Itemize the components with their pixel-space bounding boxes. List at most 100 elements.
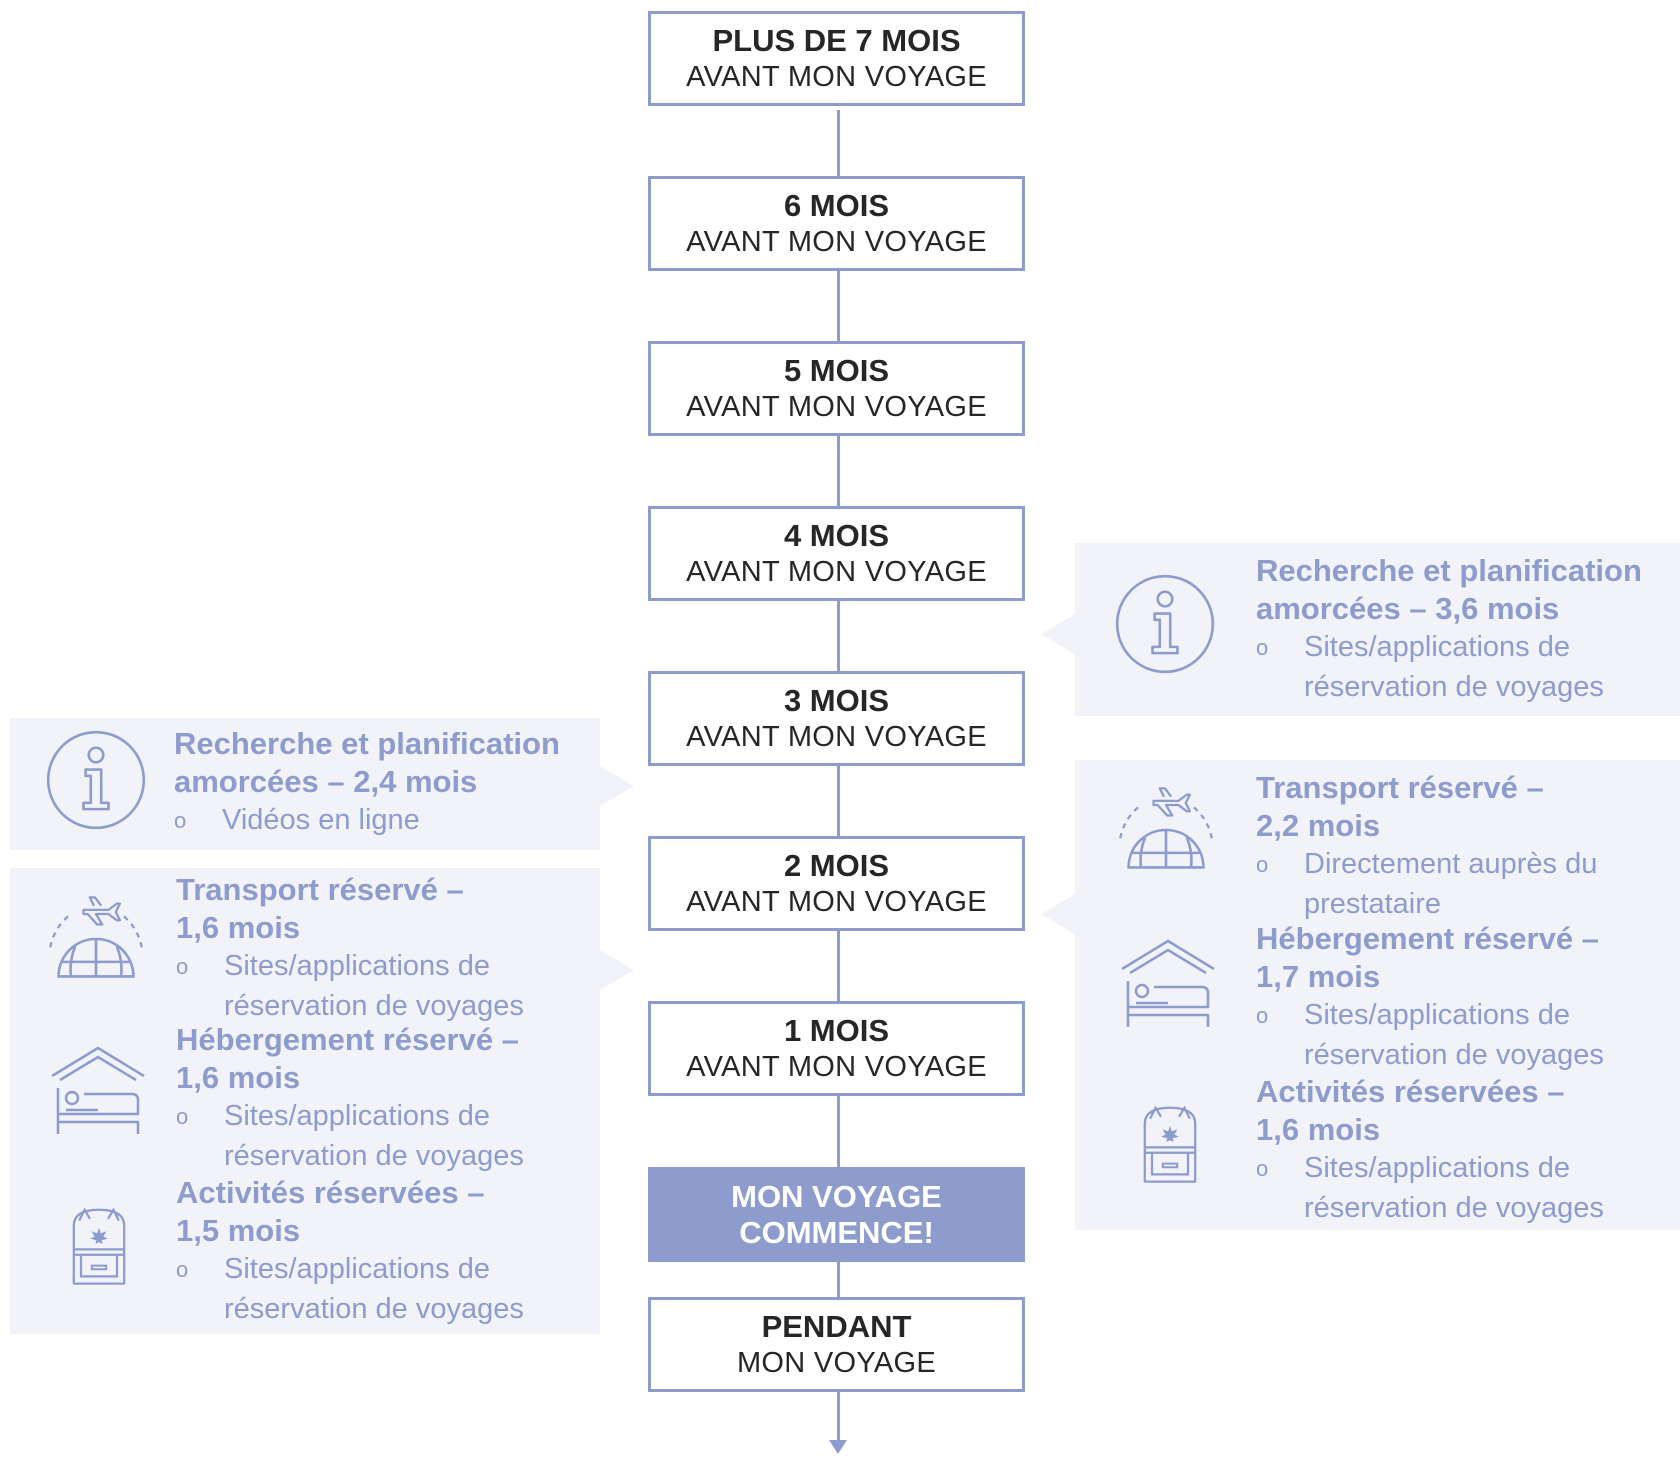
timeline-box-heading: PLUS DE 7 MOIS bbox=[712, 22, 961, 58]
timeline-box-trip-starts: MON VOYAGE COMMENCE! bbox=[648, 1167, 1025, 1262]
bullet-marker: o bbox=[1256, 1156, 1269, 1181]
timeline-box-subtitle: AVANT MON VOYAGE bbox=[686, 1050, 987, 1083]
bullet-item-continuation: réservation de voyages bbox=[176, 987, 524, 1025]
entry-title-line: Recherche et planification bbox=[174, 726, 560, 761]
timeline-box-heading: 2 MOIS bbox=[783, 847, 890, 883]
bullet-marker: o bbox=[1256, 1003, 1269, 1028]
bullet-item-continuation: réservation de voyages bbox=[176, 1290, 524, 1328]
timeline-box-5-months: 5 MOIS AVANT MON VOYAGE bbox=[648, 341, 1025, 436]
house-bed-icon bbox=[48, 1036, 148, 1136]
left-research-entry: Recherche et planification amorcées – 2,… bbox=[174, 725, 560, 841]
bullet-item: o Sites/applications de bbox=[176, 947, 524, 987]
bullet-text: réservation de voyages bbox=[1304, 1192, 1604, 1224]
timeline-box-subtitle: AVANT MON VOYAGE bbox=[686, 885, 987, 918]
bullet-item: o Sites/applications de bbox=[1256, 1149, 1604, 1189]
timeline-line bbox=[837, 110, 840, 1440]
bullet-item: o Sites/applications de bbox=[176, 1250, 524, 1290]
bullet-text: réservation de voyages bbox=[224, 1293, 524, 1325]
timeline-box-heading: MON VOYAGE bbox=[731, 1178, 942, 1214]
bullet-text: réservation de voyages bbox=[1304, 1039, 1604, 1071]
bullet-item-continuation: réservation de voyages bbox=[1256, 1036, 1604, 1074]
bullet-text: Sites/applications de bbox=[224, 950, 490, 982]
entry-title-line: Hébergement réservé – bbox=[176, 1022, 519, 1057]
entry-title-line: Activités réservées – bbox=[1256, 1074, 1565, 1109]
entry-title-line: amorcées – 2,4 mois bbox=[174, 764, 478, 799]
left-lodging-entry: Hébergement réservé – 1,6 mois o Sites/ap… bbox=[176, 1021, 524, 1175]
bullet-text: Vidéos en ligne bbox=[222, 804, 420, 836]
timeline-box-heading: 4 MOIS bbox=[783, 517, 890, 553]
bullet-item-continuation: réservation de voyages bbox=[176, 1137, 524, 1175]
bullet-item-continuation: réservation de voyages bbox=[1256, 1189, 1604, 1227]
timeline-box-1-month: 1 MOIS AVANT MON VOYAGE bbox=[648, 1001, 1025, 1096]
info-icon bbox=[44, 728, 148, 832]
left-booking-pointer bbox=[600, 950, 634, 990]
backpack-icon bbox=[54, 1192, 144, 1296]
bullet-text: Sites/applications de bbox=[1304, 1152, 1570, 1184]
left-activities-entry: Activités réservées – 1,5 mois o Sites/ap… bbox=[176, 1174, 524, 1328]
right-booking-panel bbox=[1075, 760, 1680, 1230]
bullet-text: Sites/applications de bbox=[224, 1100, 490, 1132]
right-research-panel bbox=[1075, 543, 1680, 716]
timeline-box-heading: 6 MOIS bbox=[783, 187, 890, 223]
entry-title-line: Hébergement réservé – bbox=[1256, 921, 1599, 956]
timeline-box-heading: PENDANT bbox=[761, 1308, 912, 1344]
entry-title-line: 1,6 mois bbox=[1256, 1112, 1381, 1147]
bullet-marker: o bbox=[176, 1104, 189, 1129]
timeline-box-heading: 1 MOIS bbox=[783, 1012, 890, 1048]
timeline-box-during-trip: PENDANT MON VOYAGE bbox=[648, 1297, 1025, 1392]
timeline-box-subtitle: AVANT MON VOYAGE bbox=[686, 225, 987, 258]
timeline-box-subtitle: MON VOYAGE bbox=[736, 1346, 937, 1379]
bullet-item-continuation: prestataire bbox=[1256, 885, 1597, 923]
bullet-text: Sites/applications de bbox=[1304, 999, 1570, 1031]
left-research-pointer bbox=[600, 766, 634, 806]
timeline-box-subtitle: AVANT MON VOYAGE bbox=[686, 390, 987, 423]
bullet-text: Sites/applications de bbox=[224, 1253, 490, 1285]
timeline-box-6-months: 6 MOIS AVANT MON VOYAGE bbox=[648, 176, 1025, 271]
right-research-entry: Recherche et planification amorcées – 3,… bbox=[1256, 552, 1642, 706]
timeline-box-7-plus-months: PLUS DE 7 MOIS AVANT MON VOYAGE bbox=[648, 11, 1025, 106]
timeline-box-2-months: 2 MOIS AVANT MON VOYAGE bbox=[648, 836, 1025, 931]
bullet-item: o Vidéos en ligne bbox=[174, 801, 560, 841]
entry-title-line: Activités réservées – bbox=[176, 1175, 485, 1210]
timeline-box-subtitle: AVANT MON VOYAGE bbox=[686, 60, 987, 93]
bullet-marker: o bbox=[1256, 852, 1269, 877]
right-lodging-entry: Hébergement réservé – 1,7 mois o Sites/ap… bbox=[1256, 920, 1604, 1074]
house-bed-icon bbox=[1118, 929, 1218, 1029]
plane-globe-icon bbox=[44, 887, 148, 991]
bullet-text: Sites/applications de bbox=[1304, 631, 1570, 663]
timeline-box-3-months: 3 MOIS AVANT MON VOYAGE bbox=[648, 671, 1025, 766]
left-booking-panel bbox=[10, 868, 600, 1334]
right-activities-entry: Activités réservées – 1,6 mois o Sites/ap… bbox=[1256, 1073, 1604, 1227]
timeline-box-heading: 5 MOIS bbox=[783, 352, 890, 388]
bullet-marker: o bbox=[1256, 635, 1269, 660]
bullet-item-continuation: réservation de voyages bbox=[1256, 668, 1642, 706]
bullet-text: réservation de voyages bbox=[224, 1140, 524, 1172]
left-research-panel bbox=[10, 718, 600, 850]
bullet-marker: o bbox=[174, 808, 187, 833]
timeline-arrowhead bbox=[829, 1440, 847, 1454]
bullet-text: réservation de voyages bbox=[1304, 671, 1604, 703]
entry-title-line: 1,7 mois bbox=[1256, 959, 1381, 994]
entry-title-line: Transport réservé – bbox=[1256, 770, 1544, 805]
bullet-marker: o bbox=[176, 954, 189, 979]
right-research-pointer bbox=[1041, 614, 1075, 654]
entry-title-line: amorcées – 3,6 mois bbox=[1256, 591, 1560, 626]
timeline-box-subtitle: AVANT MON VOYAGE bbox=[686, 555, 987, 588]
entry-title-line: 1,5 mois bbox=[176, 1213, 301, 1248]
info-icon bbox=[1113, 572, 1217, 676]
bullet-marker: o bbox=[176, 1257, 189, 1282]
entry-title-line: 1,6 mois bbox=[176, 910, 301, 945]
right-booking-pointer bbox=[1041, 894, 1075, 934]
timeline-box-subtitle: COMMENCE! bbox=[739, 1214, 934, 1250]
entry-title-line: 2,2 mois bbox=[1256, 808, 1381, 843]
timeline-box-4-months: 4 MOIS AVANT MON VOYAGE bbox=[648, 506, 1025, 601]
bullet-text: prestataire bbox=[1304, 888, 1442, 920]
entry-title-line: Transport réservé – bbox=[176, 872, 464, 907]
entry-title-line: 1,6 mois bbox=[176, 1060, 301, 1095]
bullet-text: réservation de voyages bbox=[224, 990, 524, 1022]
bullet-item: o Sites/applications de bbox=[1256, 996, 1604, 1036]
bullet-item: o Sites/applications de bbox=[1256, 628, 1642, 668]
entry-title-line: Recherche et planification bbox=[1256, 553, 1642, 588]
